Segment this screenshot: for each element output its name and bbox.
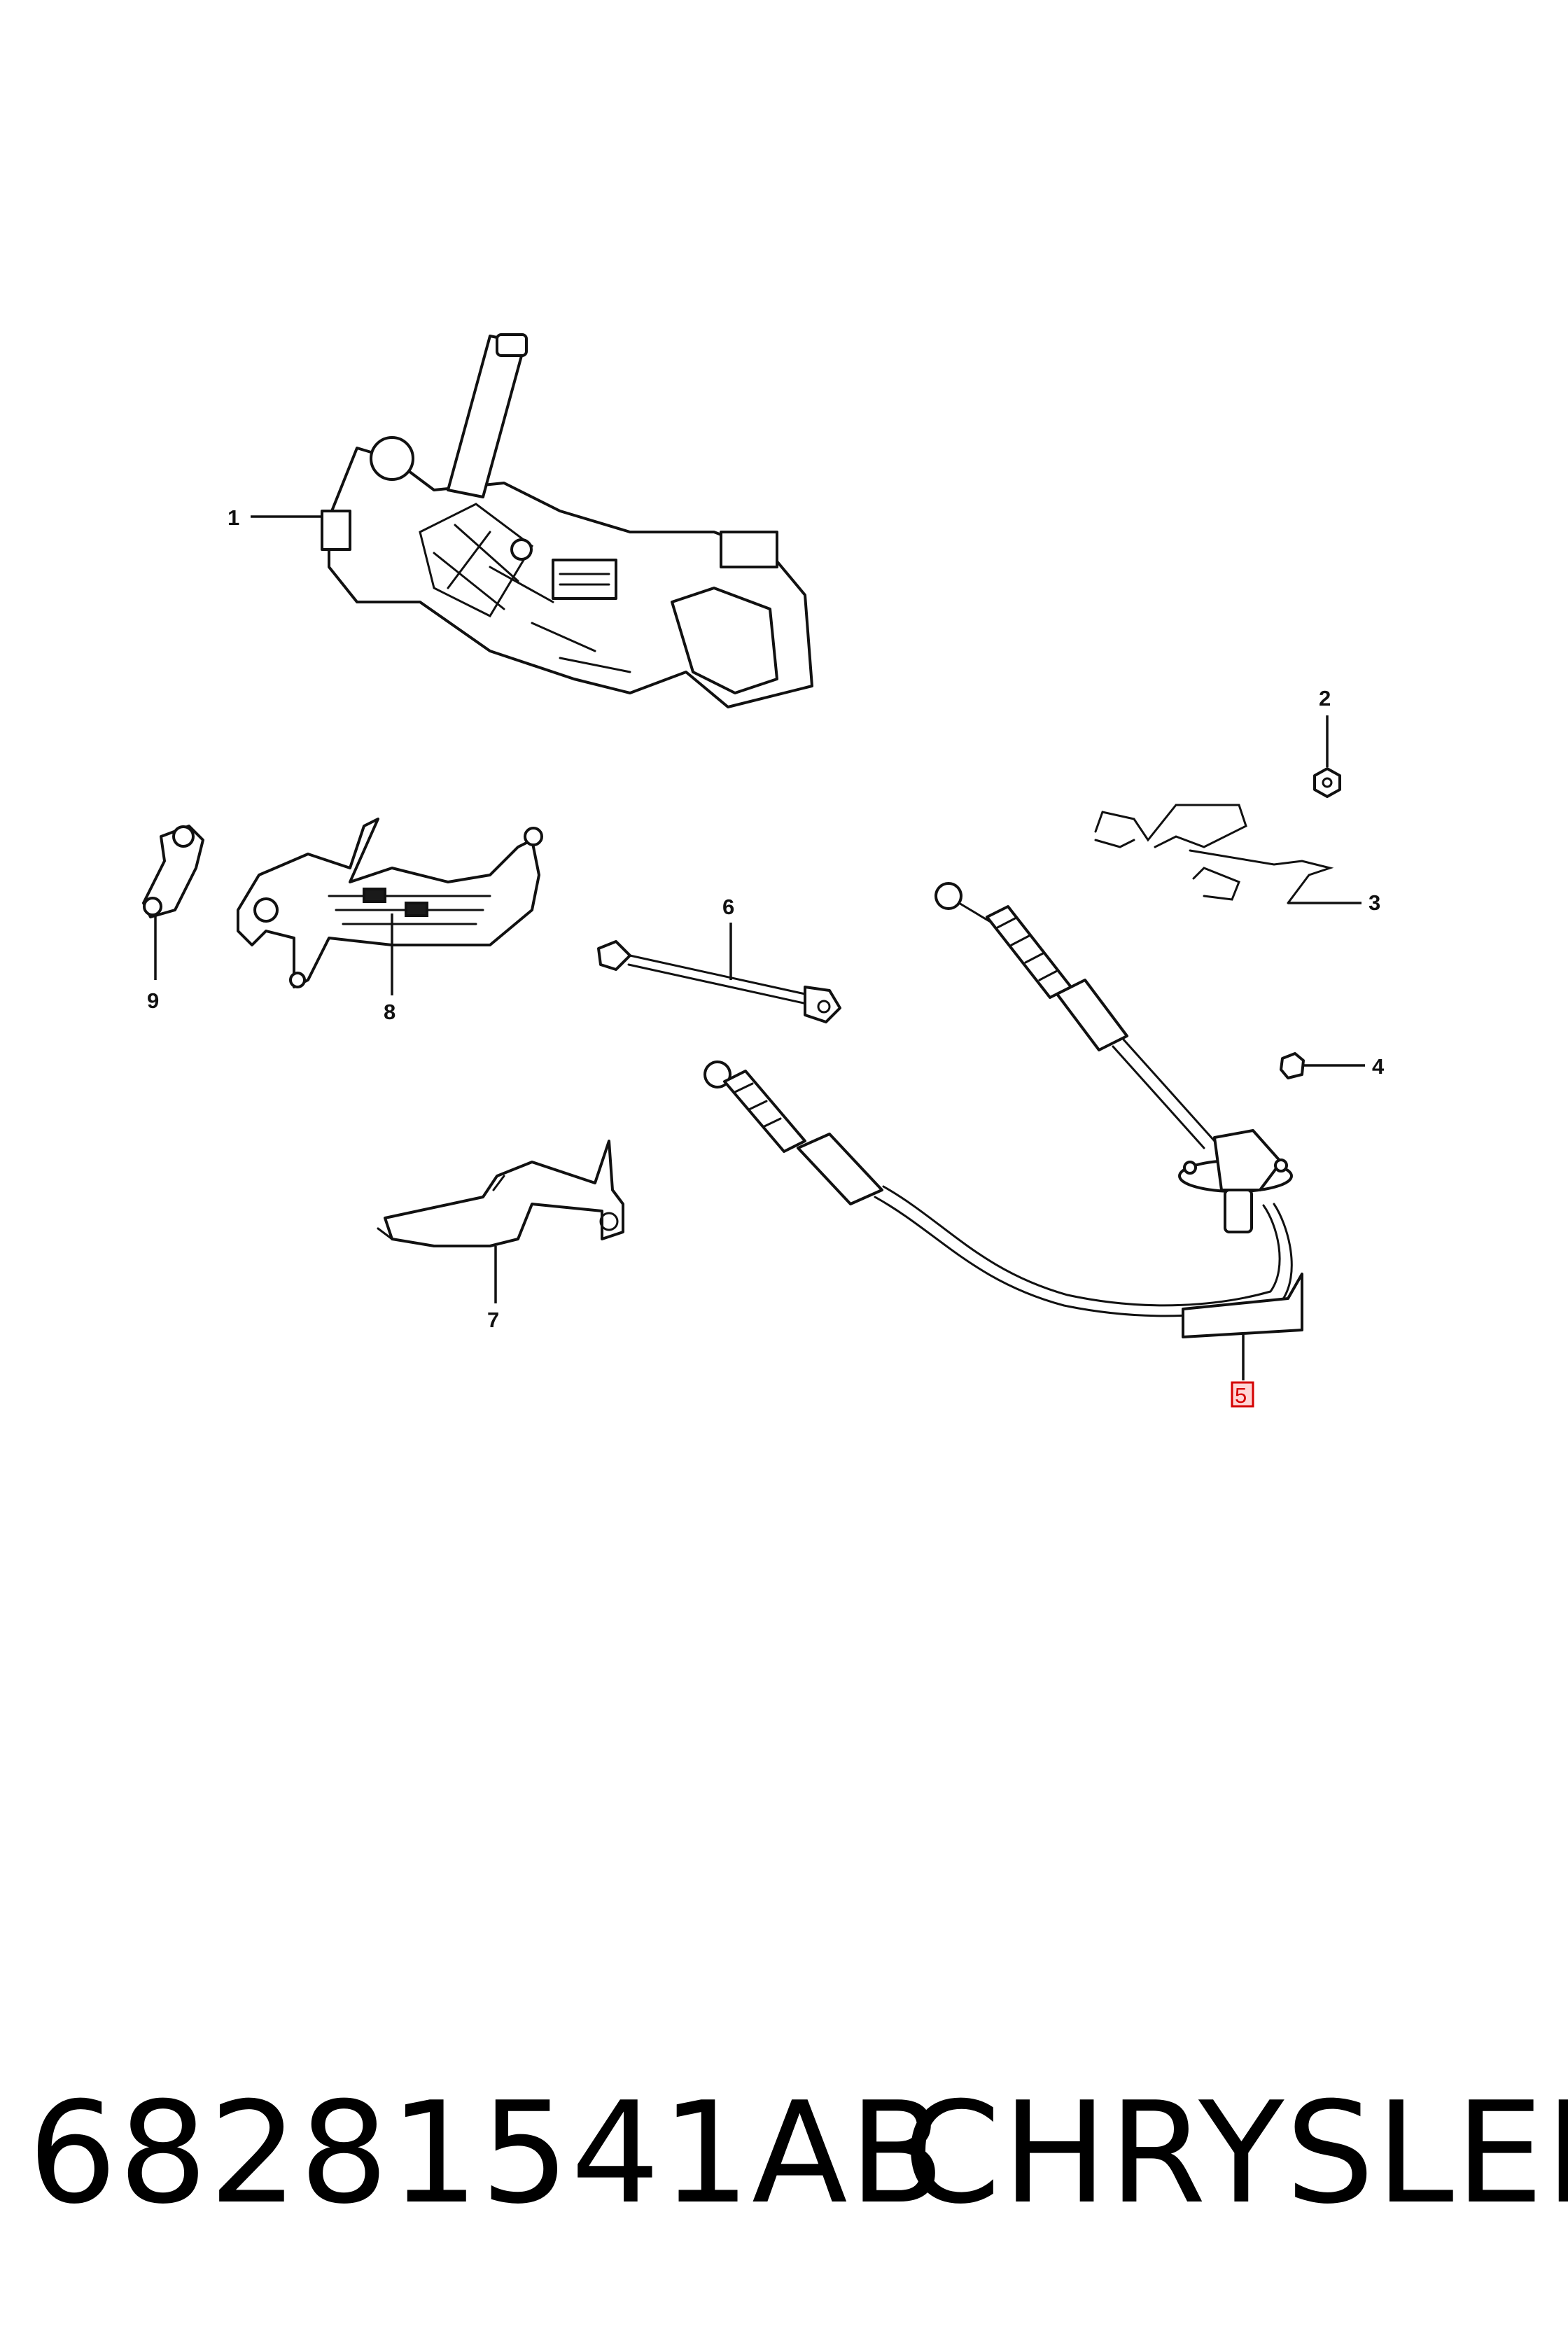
callout-7: 7 — [487, 1308, 499, 1332]
callout-1: 1 — [227, 505, 239, 530]
callout-5: 5 — [1235, 1383, 1247, 1408]
callout-8: 8 — [384, 1000, 396, 1024]
callout-2: 2 — [1319, 686, 1331, 710]
part-number: 68281541AB — [28, 2072, 946, 2235]
part-4-nut[interactable] — [1280, 1052, 1305, 1079]
part-1-shifter-assembly[interactable] — [321, 333, 813, 708]
callout-9: 9 — [147, 988, 159, 1013]
callout-5-highlight — [1231, 1381, 1254, 1408]
part-6-link-rod[interactable] — [597, 940, 841, 1023]
caption: 68281541AB CHRYSLER — [0, 2072, 1568, 2254]
manufacturer-name: CHRYSLER — [903, 2072, 1568, 2235]
part-2-nut[interactable] — [1313, 767, 1341, 798]
callout-6: 6 — [722, 895, 734, 919]
part-3-clip[interactable] — [1094, 804, 1334, 904]
part-5-shift-cable[interactable] — [704, 882, 1303, 1338]
part-9-lever[interactable] — [142, 825, 204, 918]
callout-3: 3 — [1368, 890, 1380, 915]
part-7-bracket[interactable] — [377, 1140, 624, 1247]
part-8-base-bracket[interactable] — [237, 818, 543, 988]
callout-4: 4 — [1372, 1054, 1385, 1079]
